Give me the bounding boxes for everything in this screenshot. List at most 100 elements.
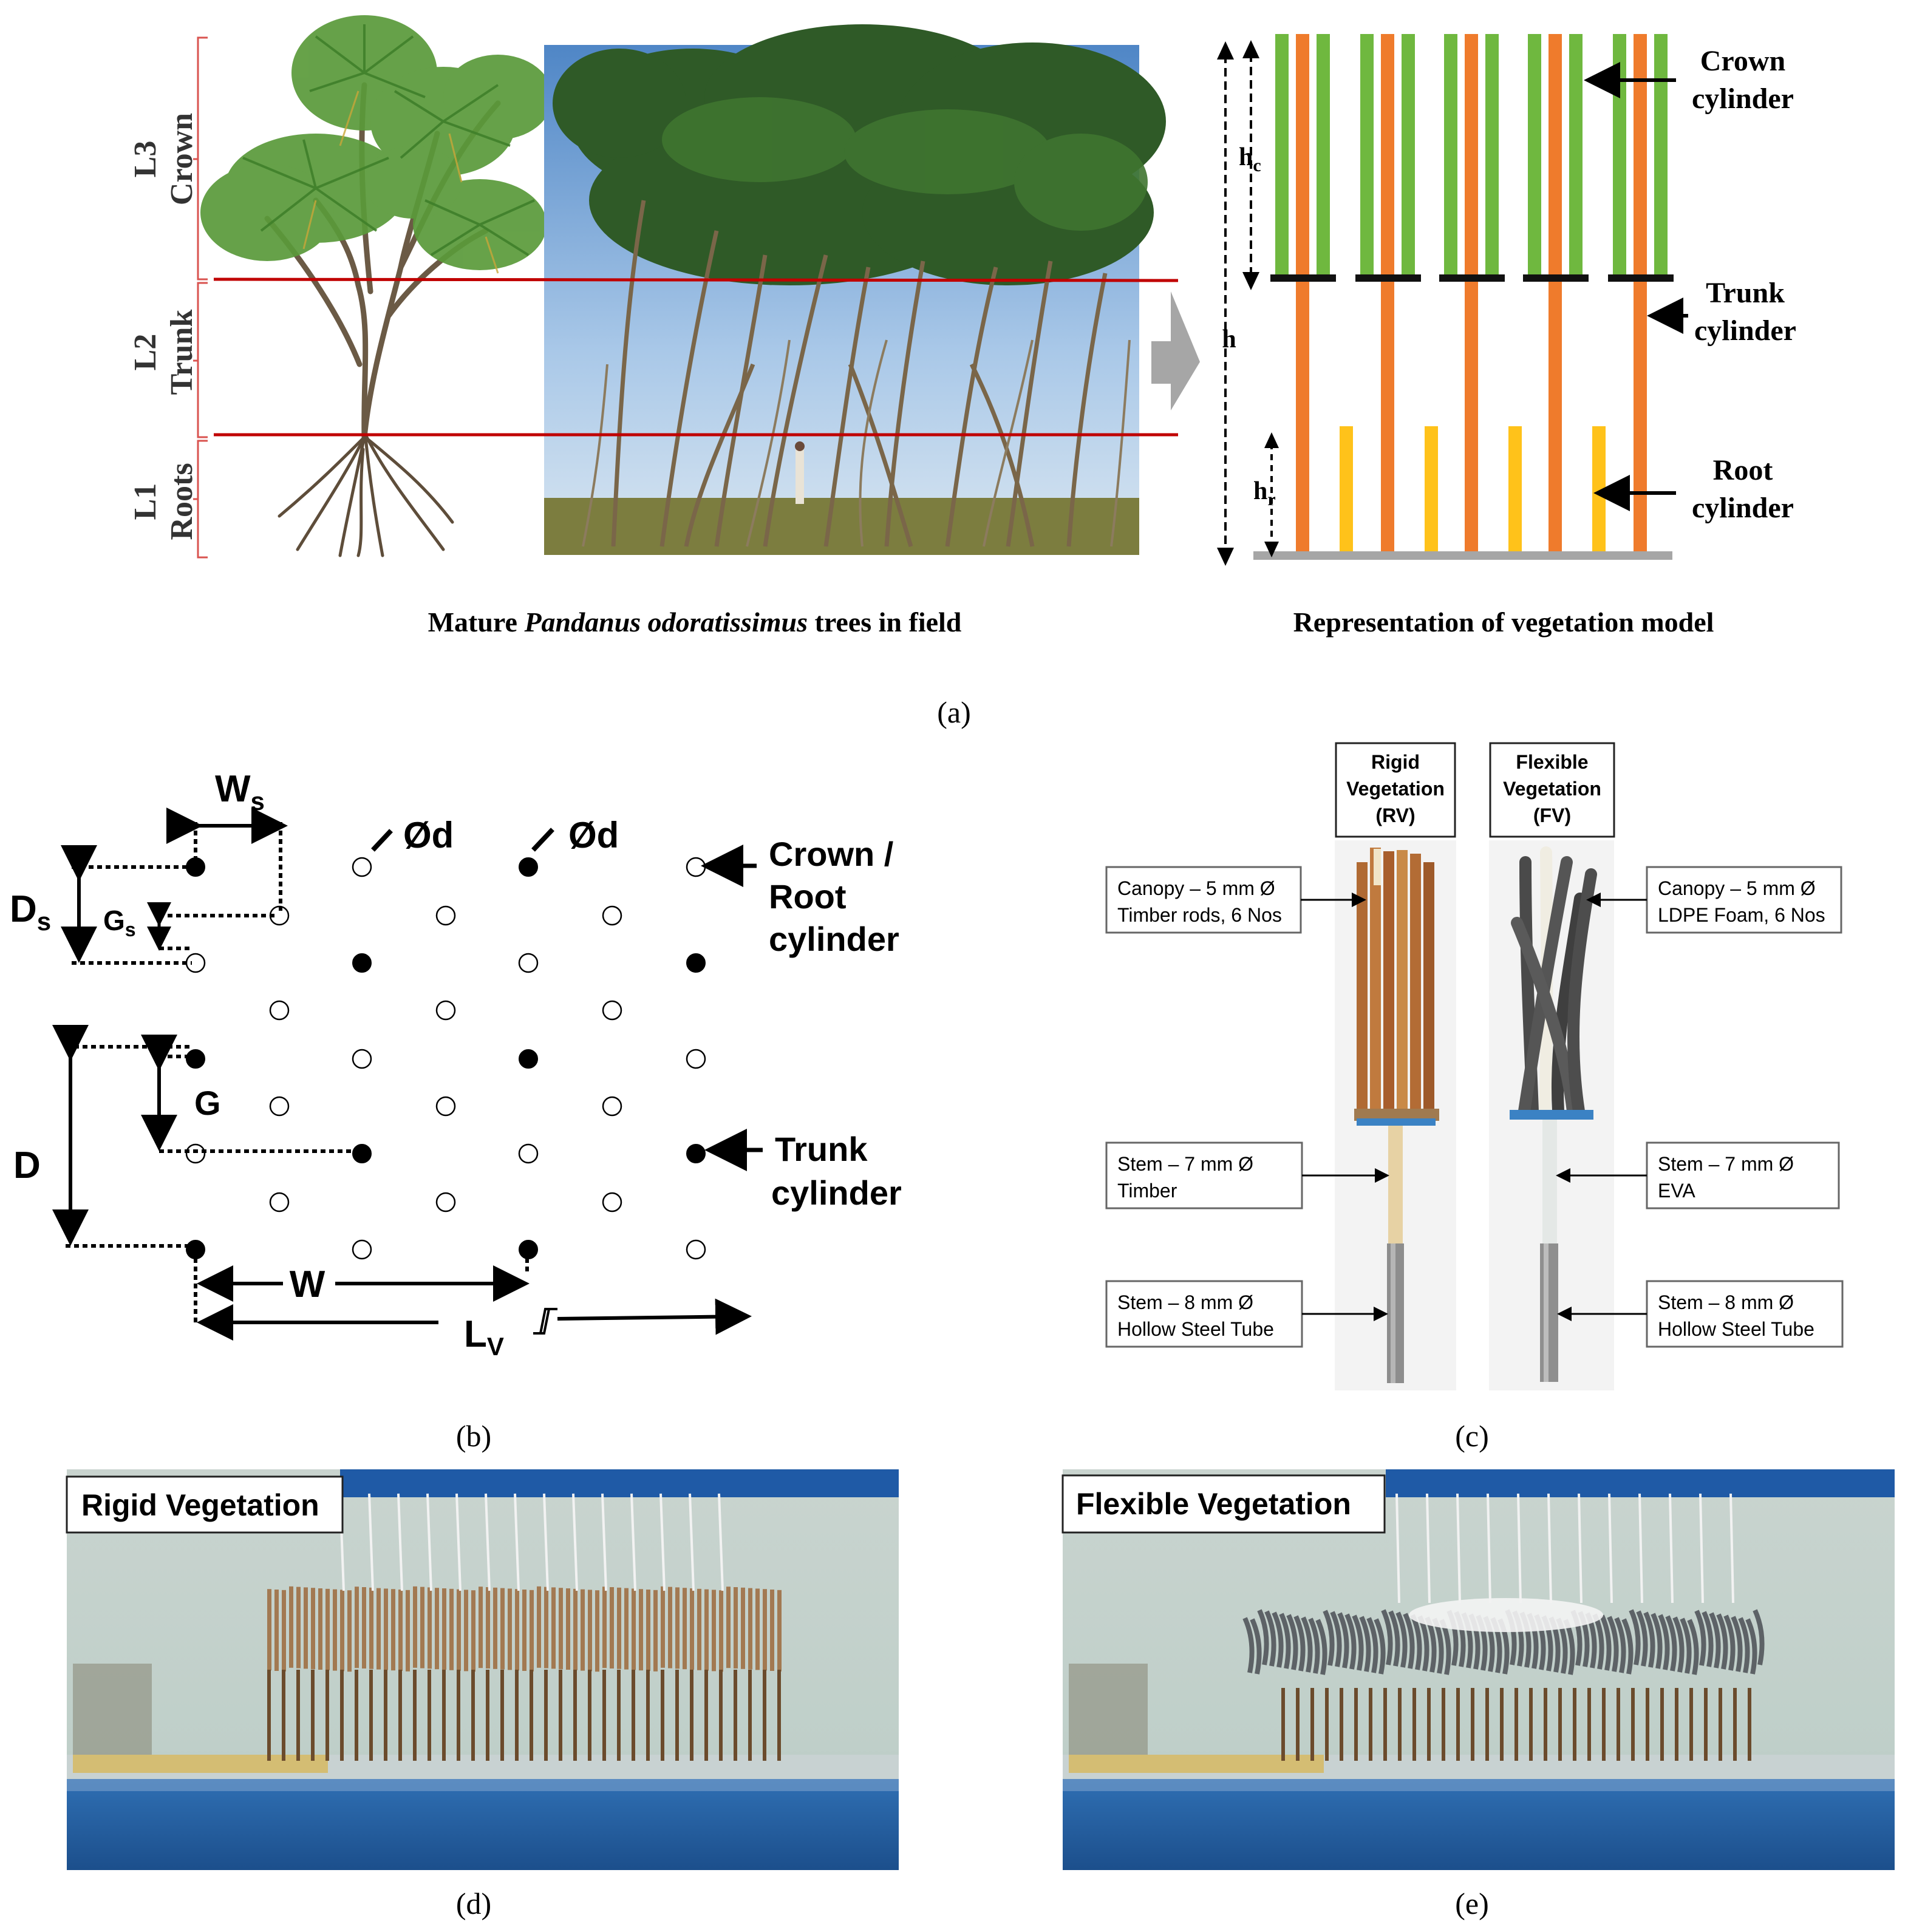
vegetation-stem <box>413 1670 417 1761</box>
vegetation-canopy <box>267 1589 271 1671</box>
vegetation-stem <box>1281 1688 1285 1761</box>
rigid-header-line1: Rigid <box>1371 751 1420 773</box>
crown-root-cylinder-dot <box>686 857 706 877</box>
trunk-cylinder-dot <box>519 857 538 877</box>
dim-g-label: G <box>194 1084 221 1122</box>
support-string <box>455 1493 462 1591</box>
root-cylinder <box>1508 426 1522 556</box>
legend-crown-root: Crown / Root cylinder <box>701 835 899 958</box>
rigid-box-stem-steel: Stem – 8 mm Ø Hollow Steel Tube <box>1105 1280 1388 1348</box>
vegetation-canopy <box>646 1590 650 1671</box>
vegetation-canopy <box>457 1589 461 1671</box>
phi-d-label-2: Ød <box>568 815 619 855</box>
vegetation-stem <box>1544 1688 1547 1761</box>
vegetation-canopy <box>1242 1617 1255 1673</box>
root-cylinder <box>1340 426 1353 556</box>
flexible-flume-photo <box>1063 1469 1895 1870</box>
vegetation-stem <box>1675 1688 1678 1761</box>
legend-crown-root-line1: Crown / <box>769 835 894 873</box>
panel-e: Flexible Vegetation (e) <box>1061 1469 1895 1920</box>
vegetation-canopy <box>1658 1614 1670 1670</box>
legend-trunk: Trunk cylinder <box>704 1129 902 1212</box>
callout-crown: Crown cylinder <box>1584 45 1794 115</box>
crown-root-cylinder-dot <box>185 1143 206 1164</box>
vegetation-canopy <box>1745 1618 1757 1675</box>
crown-root-cylinder-dot <box>435 1096 456 1117</box>
vegetation-canopy <box>1709 1612 1721 1668</box>
crown-root-cylinder-dot <box>435 905 456 926</box>
vegetation-stem <box>1500 1688 1504 1761</box>
vegetation-stem <box>457 1670 460 1761</box>
vegetation-stem <box>1558 1688 1562 1761</box>
vegetation-canopy <box>1323 1610 1335 1666</box>
vegetation-stem <box>1617 1688 1620 1761</box>
panel-c-label: (c) <box>1455 1419 1489 1453</box>
crown-root-cylinder-dot <box>269 1192 290 1213</box>
callout-crown-line2: cylinder <box>1692 83 1794 115</box>
vegetation-stem <box>646 1670 650 1761</box>
vegetation-canopy <box>1286 1614 1298 1670</box>
dim-lv-sub: V <box>487 1332 504 1361</box>
dim-ws-base: W <box>215 768 251 810</box>
vegetation-stem <box>355 1670 358 1761</box>
layer-label-l3: L3 Crown <box>128 113 199 205</box>
trunk-cylinder-dot <box>519 1049 538 1069</box>
svg-text:Ws: Ws <box>215 768 265 815</box>
crown-cylinder <box>1654 34 1668 277</box>
support-string <box>1547 1493 1552 1604</box>
crown-base-plate <box>1355 274 1421 282</box>
crown-root-cylinder-dot <box>435 1000 456 1021</box>
crown-root-cylinder-dot <box>686 1239 706 1260</box>
caption-model: Representation of vegetation model <box>1293 607 1714 638</box>
dim-gs: Gs <box>103 902 277 951</box>
vegetation-canopy <box>755 1588 760 1670</box>
legend-trunk-line1: Trunk <box>775 1130 868 1168</box>
vegetation-canopy <box>624 1588 629 1670</box>
vegetation-canopy <box>1366 1617 1378 1673</box>
flexible-sample <box>1510 846 1597 1382</box>
crown-cylinder <box>1528 34 1541 277</box>
vegetation-canopy <box>726 1587 731 1668</box>
crown-cylinder <box>1402 34 1415 277</box>
vegetation-stem <box>1646 1688 1649 1761</box>
dim-g: G <box>141 1035 355 1153</box>
crown-root-cylinder-dot <box>435 1192 456 1213</box>
vegetation-stem <box>1748 1688 1751 1761</box>
support-string <box>368 1493 374 1591</box>
vegetation-canopy <box>770 1590 774 1671</box>
vegetation-canopy <box>391 1589 395 1671</box>
flexible-box-canopy: Canopy – 5 mm Ø LDPE Foam, 6 Nos <box>1586 866 1842 934</box>
support-string <box>426 1493 432 1591</box>
crown-root-cylinder-dot <box>602 905 622 926</box>
vegetation-stem <box>1471 1688 1474 1761</box>
support-string <box>689 1493 695 1591</box>
svg-text:LV: LV <box>464 1313 504 1361</box>
callout-root-line1: Root <box>1713 454 1773 486</box>
panel-c: Rigid Vegetation (RV) Flexible Vegetatio… <box>1105 742 1844 1453</box>
rigid-title-box: Rigid Vegetation <box>66 1475 344 1534</box>
trunk-cylinder-dot <box>186 1049 205 1069</box>
trunk-cylinder-dot <box>686 953 706 973</box>
transition-arrow <box>1151 291 1200 410</box>
vegetation-stem <box>1340 1688 1343 1761</box>
dim-h-label: h <box>1222 325 1236 353</box>
vegetation-stem <box>486 1670 489 1761</box>
vegetation-canopy <box>581 1589 585 1671</box>
dim-hc-base: h <box>1239 143 1253 171</box>
vegetation-canopy <box>471 1590 475 1672</box>
dim-w: W <box>194 1250 530 1322</box>
support-string <box>1578 1493 1583 1604</box>
vegetation-canopy <box>661 1586 665 1668</box>
vegetation-canopy <box>464 1590 468 1672</box>
vegetation-canopy <box>486 1587 490 1668</box>
svg-text:Ds: Ds <box>10 888 51 936</box>
vegetation-canopy <box>1301 1616 1313 1673</box>
vegetation-canopy <box>544 1587 548 1668</box>
callout-trunk-line1: Trunk <box>1706 277 1785 309</box>
rigid-box-canopy: Canopy – 5 mm Ø Timber rods, 6 Nos <box>1105 866 1366 934</box>
svg-text:hc: hc <box>1239 143 1261 175</box>
vegetation-canopy <box>1330 1611 1342 1667</box>
vegetation-stem <box>1514 1688 1518 1761</box>
support-string <box>572 1493 578 1591</box>
